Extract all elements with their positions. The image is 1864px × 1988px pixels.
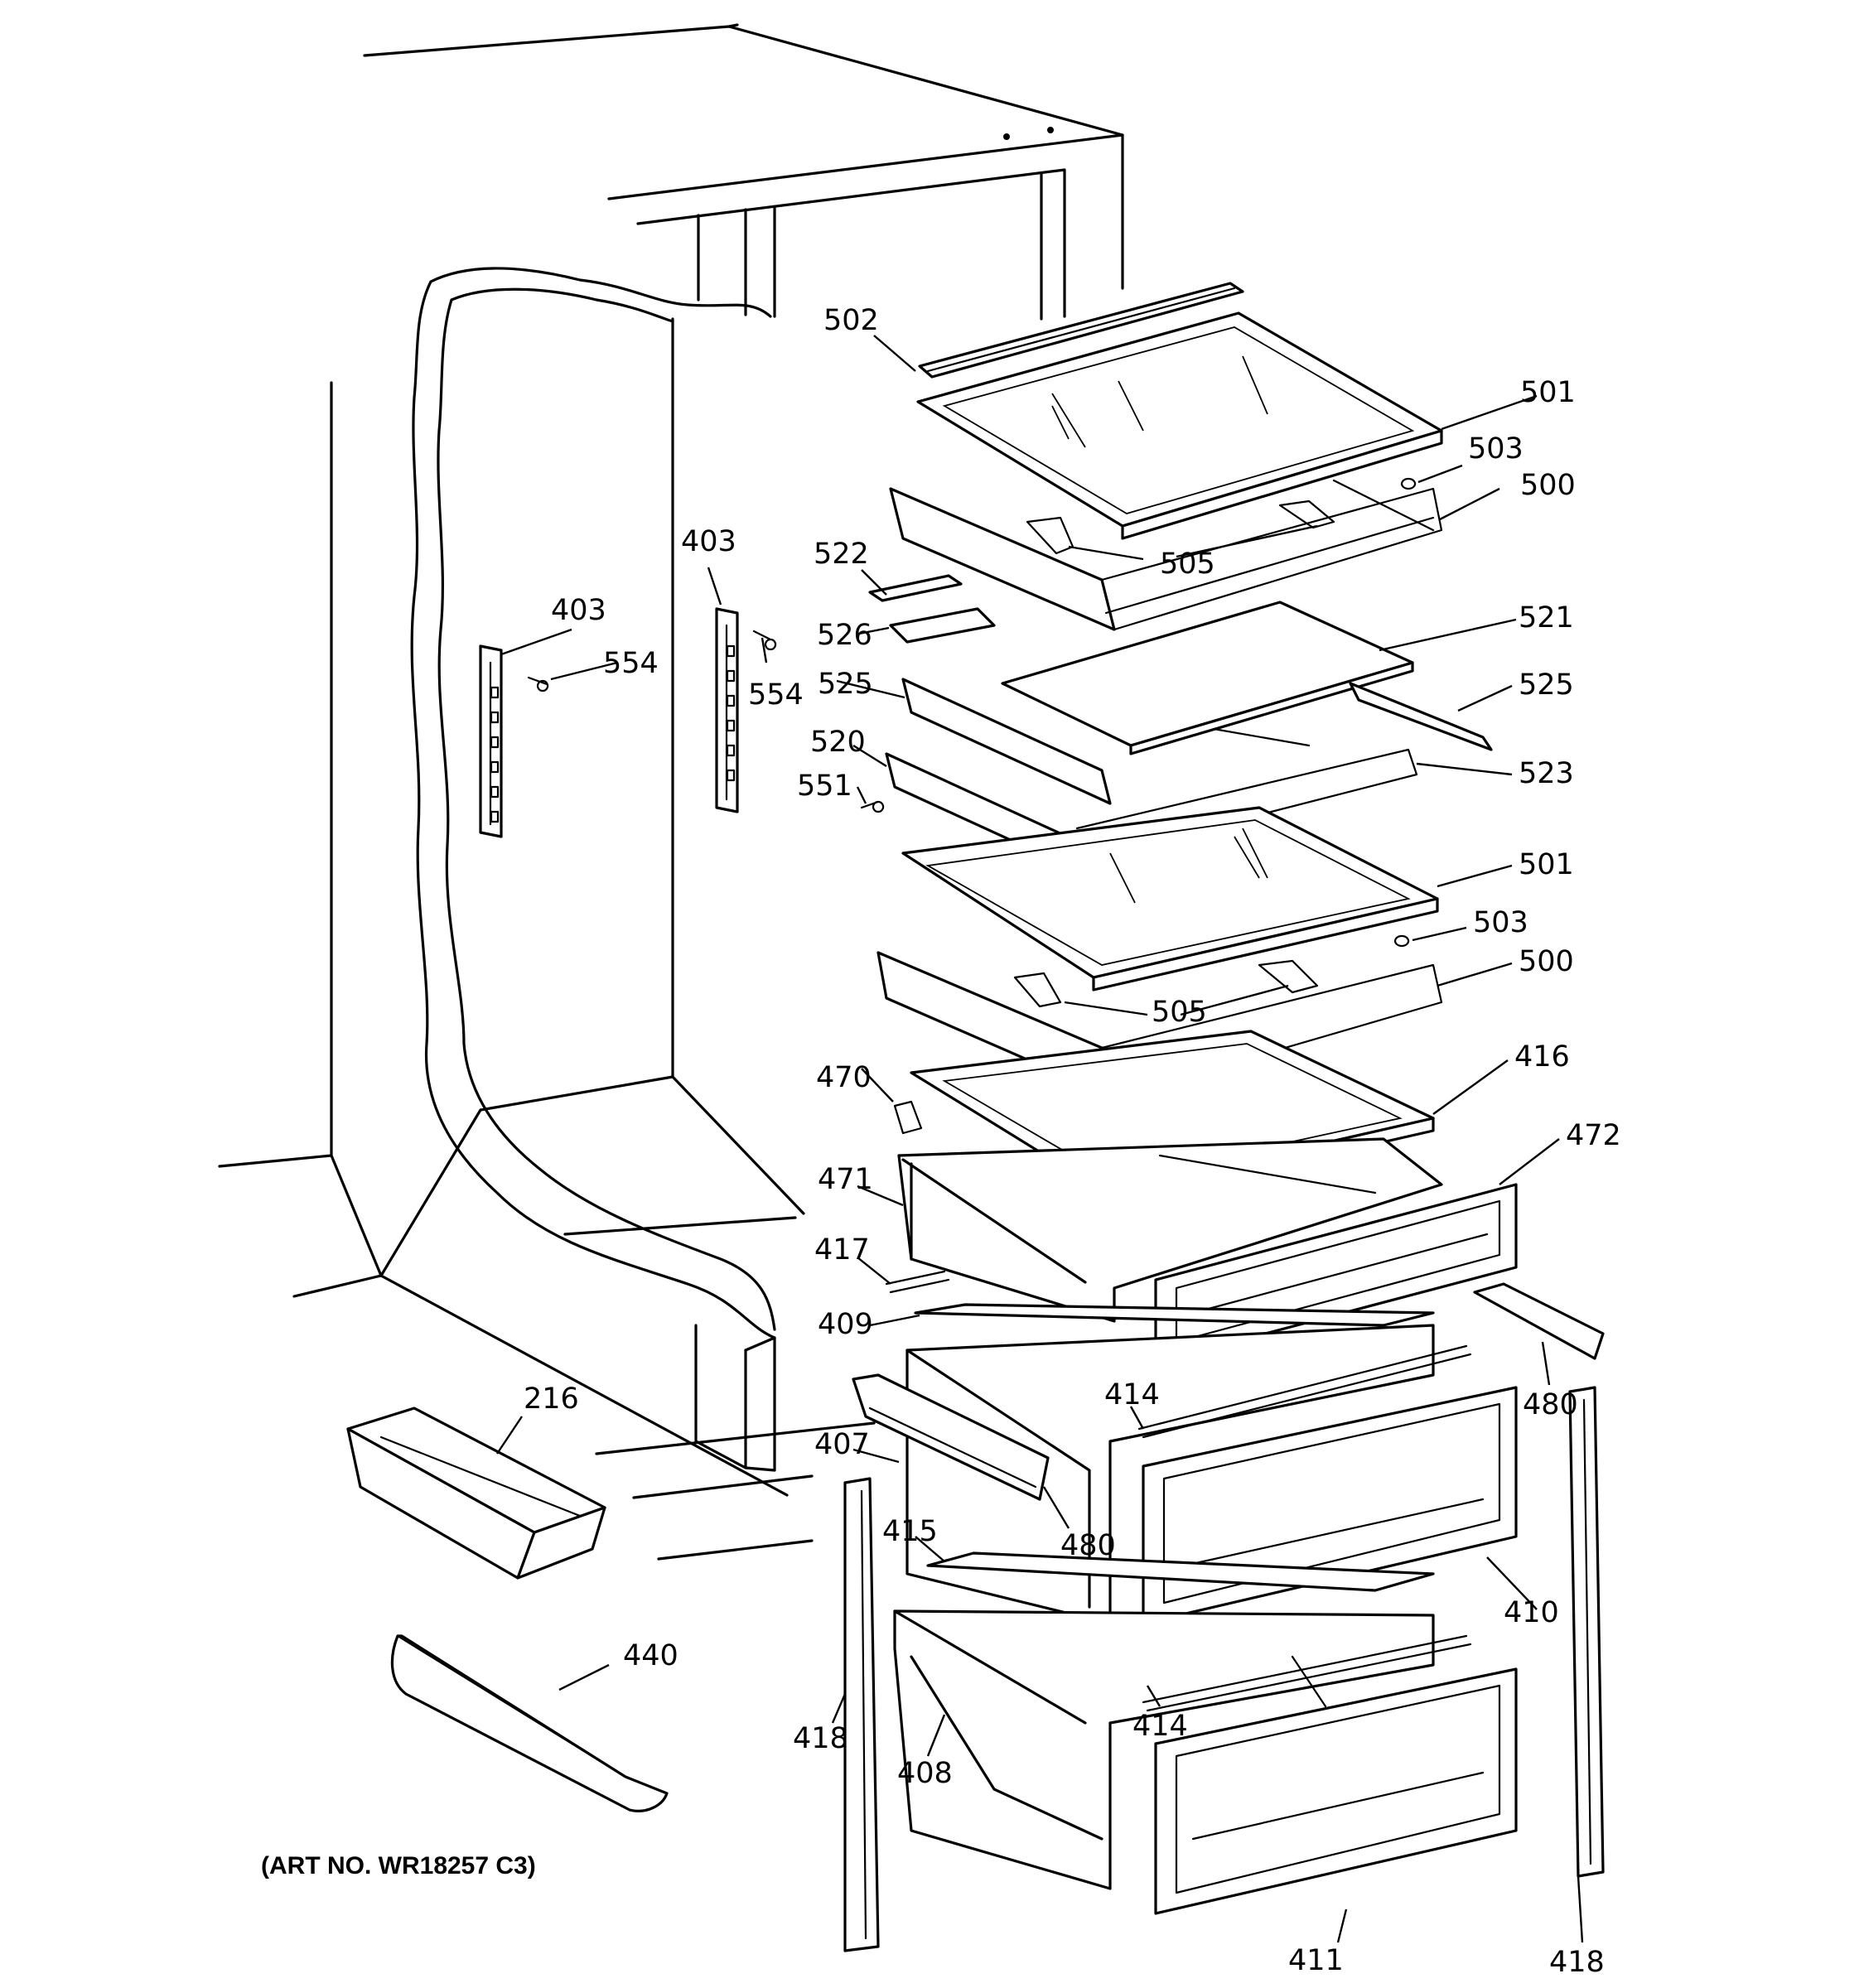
shelf-ladder-right [715,607,777,813]
callout-505-lower: 505 [1152,996,1207,1029]
callout-415: 415 [882,1515,938,1548]
side-rail-left [843,1477,880,1952]
callout-403-right: 403 [681,525,736,558]
callout-523: 523 [1519,757,1574,790]
callout-554-left: 554 [603,647,659,680]
callout-521: 521 [1519,601,1574,635]
callout-417: 417 [814,1233,870,1267]
shelf-assembly-middle [860,574,1493,880]
crisper-cover-trim [390,1634,669,1812]
crisper-drawer-lower [893,1609,1518,1915]
side-rail-right [1568,1386,1605,1878]
callout-501-lower: 501 [1519,848,1574,881]
callout-525-right: 525 [1519,668,1574,702]
callout-410: 410 [1504,1596,1559,1629]
rail-480-right [1473,1282,1605,1360]
callout-522: 522 [814,538,869,571]
callout-471: 471 [818,1163,873,1196]
callout-500-upper: 500 [1520,469,1576,502]
callout-554-right: 554 [748,678,804,712]
art-number: (ART NO. WR18257 C3) [261,1852,536,1879]
callout-551: 551 [797,770,852,803]
callout-520: 520 [810,726,866,759]
callout-414-lower: 414 [1132,1710,1188,1743]
callout-418-left: 418 [793,1722,848,1755]
callout-502: 502 [823,304,879,337]
callout-501-upper: 501 [1520,376,1576,409]
callout-480-right: 480 [1523,1388,1578,1421]
callout-526: 526 [817,619,872,652]
refrigerator-cabinet [218,23,1124,1561]
callout-408: 408 [897,1757,953,1790]
callout-418-right: 418 [1549,1946,1605,1979]
callout-416: 416 [1514,1040,1570,1074]
crisper-drawer-middle [852,1324,1518,1625]
crisper-drawer-upper [885,1137,1518,1364]
utility-bin [346,1407,606,1580]
shelf-ladder-left [479,644,549,838]
callout-525-left: 525 [818,668,873,701]
leader-lines [496,335,1584,1943]
callout-472: 472 [1566,1119,1621,1152]
callout-503-lower: 503 [1473,906,1528,939]
callout-414-upper: 414 [1104,1378,1160,1411]
callout-480-left: 480 [1060,1529,1116,1562]
callout-labels: 502 501 503 500 505 522 526 521 525 525 … [524,304,1621,1979]
shelf-assembly-upper [889,282,1443,631]
callout-505-upper: 505 [1160,548,1215,581]
callout-411: 411 [1288,1944,1344,1977]
callout-500-lower: 500 [1519,945,1574,978]
callout-403-left: 403 [551,594,606,627]
callout-216: 216 [524,1382,579,1416]
callout-470: 470 [816,1061,872,1094]
callout-503-upper: 503 [1468,432,1524,466]
callout-407: 407 [814,1428,870,1461]
callout-440: 440 [623,1639,678,1672]
callout-409: 409 [818,1308,873,1341]
